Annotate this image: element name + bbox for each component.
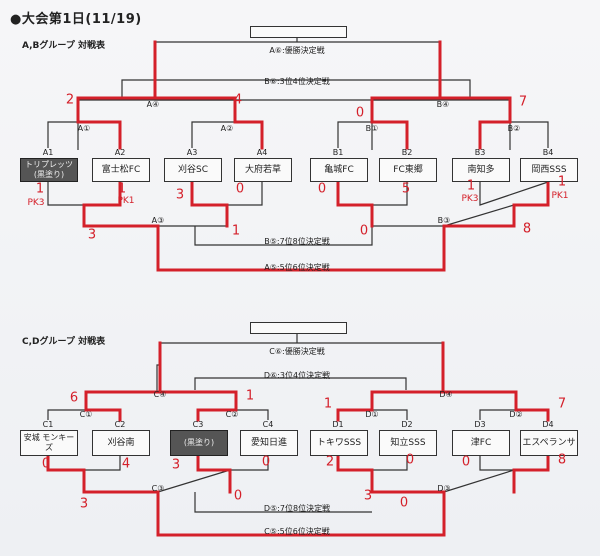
score: 1: [231, 223, 241, 239]
score: 7: [518, 94, 528, 110]
team-code: C4: [262, 420, 274, 429]
group-ab-q2: A②: [220, 124, 234, 133]
score: 0: [461, 454, 471, 470]
score: 0: [41, 456, 51, 472]
score: 3: [171, 457, 181, 473]
pk-score: PK1: [117, 196, 135, 206]
team-box-a2: 富士松FC: [92, 158, 150, 182]
score: 1: [557, 174, 567, 190]
group-cd-heading: C,Dグループ 対戦表: [22, 337, 106, 347]
score: 1: [245, 388, 255, 404]
score: 1: [323, 396, 333, 412]
team-box-d2: 知立SSS: [379, 430, 437, 456]
score: 0: [233, 488, 243, 504]
team-code: C2: [114, 420, 126, 429]
group-ab-c1: A③: [151, 216, 165, 225]
group-ab-fifth-label: A⑤:5位6位決定戦: [264, 263, 330, 272]
score: 2: [325, 454, 335, 470]
score: 1: [117, 181, 127, 197]
group-cd-c2: D③: [437, 484, 451, 493]
score: 2: [65, 92, 75, 108]
team-code: B3: [474, 148, 486, 157]
score: 0: [261, 454, 271, 470]
score: 1: [466, 178, 476, 194]
score: 0: [317, 181, 327, 197]
team-box-b4: 岡西SSS: [520, 158, 578, 182]
team-code: B4: [542, 148, 554, 157]
score: 1: [35, 181, 45, 197]
score: 6: [69, 390, 79, 406]
score: 4: [233, 92, 243, 108]
score: 3: [87, 227, 97, 243]
score: 3: [363, 488, 373, 504]
team-code: D4: [542, 420, 554, 429]
group-ab-heading: A,Bグループ 対戦表: [22, 41, 106, 51]
team-code: C3: [192, 420, 204, 429]
team-box-b3: 南知多: [452, 158, 510, 182]
team-box-c4: 愛知日進: [240, 430, 298, 456]
team-box-a1: トリプレッツ(黒塗り): [20, 158, 78, 182]
page-title: ●大会第1日(11/19): [10, 12, 142, 27]
score: 0: [235, 181, 245, 197]
team-box-b1: 亀城FC: [310, 158, 368, 182]
group-cd-seventh-label: D⑤:7位8位決定戦: [263, 504, 331, 513]
pk-score: PK3: [461, 194, 479, 204]
group-cd-champion-box: [250, 322, 347, 334]
team-box-d1: トキワSSS: [310, 430, 368, 456]
group-ab-third-label: B⑥:3位4位決定戦: [264, 77, 330, 86]
team-code: D2: [401, 420, 413, 429]
score: 0: [405, 452, 415, 468]
score: 8: [522, 221, 532, 237]
team-box-a4: 大府若草: [234, 158, 292, 182]
group-ab-q4: B②: [507, 124, 521, 133]
group-cd-q3: D①: [365, 410, 379, 419]
team-code: D1: [332, 420, 344, 429]
team-code: D3: [474, 420, 486, 429]
team-code: A4: [256, 148, 268, 157]
group-cd-third-label: D⑥:3位4位決定戦: [263, 371, 331, 380]
team-box-d3: 津FC: [452, 430, 510, 456]
score: 0: [355, 105, 365, 121]
team-code: A3: [186, 148, 198, 157]
score: 3: [79, 496, 89, 512]
group-ab-champion-box: [250, 26, 347, 38]
score: 3: [175, 187, 185, 203]
team-box-c1: 安城 モンキーズ: [20, 430, 78, 456]
group-cd-q2: C②: [225, 410, 239, 419]
team-box-c2: 刈谷南: [92, 430, 150, 456]
group-cd-semi-right: D④: [439, 390, 453, 399]
group-ab-seventh-label: B⑤:7位8位決定戦: [264, 237, 330, 246]
group-cd-fifth-label: C⑤:5位6位決定戦: [264, 527, 330, 536]
group-ab-final-label: A⑥:優勝決定戦: [269, 46, 325, 55]
score: 5: [401, 181, 411, 197]
team-code: B1: [332, 148, 344, 157]
group-ab-q3: B①: [365, 124, 379, 133]
team-code: C1: [42, 420, 54, 429]
group-ab-q1: A①: [77, 124, 91, 133]
group-cd-semi-left: C④: [153, 390, 167, 399]
team-code: B2: [401, 148, 413, 157]
score: 7: [557, 396, 567, 412]
score: 0: [399, 495, 409, 511]
team-code: A2: [114, 148, 126, 157]
group-ab-semi-left: A④: [146, 100, 160, 109]
group-cd-final-label: C⑥:優勝決定戦: [269, 347, 325, 356]
group-cd-c1: C③: [151, 484, 165, 493]
team-box-a3: 刈谷SC: [164, 158, 222, 182]
group-cd-q1: C①: [79, 410, 93, 419]
group-ab-semi-right: B④: [436, 100, 450, 109]
group-cd-q4: D②: [509, 410, 523, 419]
pk-score: PK3: [27, 198, 45, 208]
score: 0: [359, 223, 369, 239]
team-code: A1: [42, 148, 54, 157]
score: 8: [557, 452, 567, 468]
pk-score: PK1: [551, 191, 569, 201]
team-box-c3: (黒塗り): [170, 430, 228, 456]
score: 4: [121, 456, 131, 472]
team-box-b2: FC東郷: [379, 158, 437, 182]
team-box-d4: エスペランサ: [520, 430, 578, 456]
group-ab-c2: B③: [437, 216, 451, 225]
